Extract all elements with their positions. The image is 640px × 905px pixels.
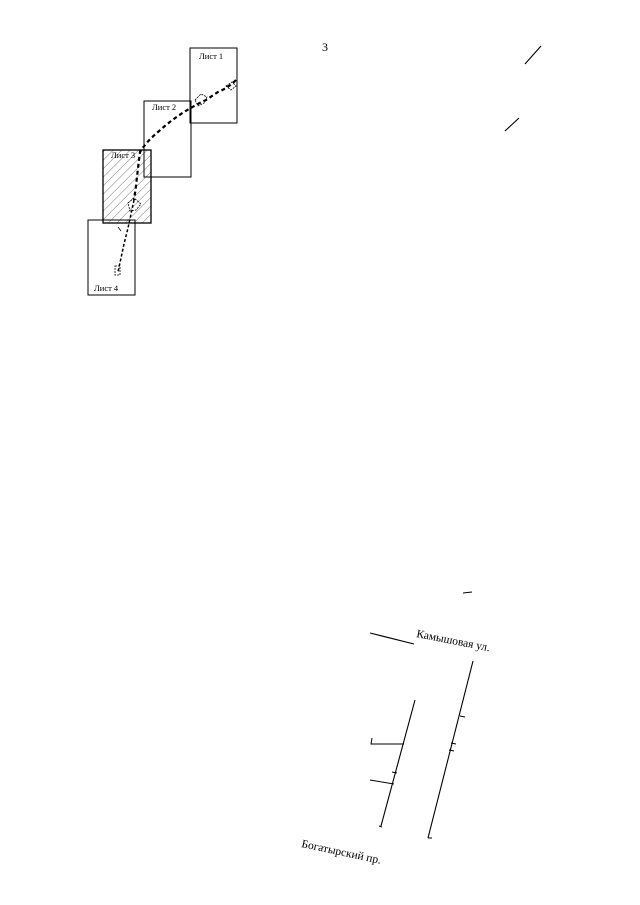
- sheet-1-frame: [189, 47, 238, 124]
- route-marker-shape: [194, 93, 208, 107]
- street-edge-right: [427, 660, 474, 839]
- route-marker-shape: [127, 197, 142, 212]
- tick-mark: [448, 749, 455, 752]
- tick-mark: [378, 825, 383, 828]
- building-edge: [370, 737, 404, 745]
- sheet-3-frame: [102, 149, 152, 224]
- street-map: Камышовая ул. Богатырский пр.: [300, 591, 491, 867]
- building-edge: [369, 779, 395, 785]
- street-label-bogatyrsky: Богатырский пр.: [300, 838, 382, 867]
- map-fragments-top: [504, 45, 542, 132]
- sheet-3-hatch: [103, 150, 151, 223]
- tick-mark: [459, 715, 466, 718]
- sheet-label: Лист 2: [152, 102, 176, 112]
- sheet-4-frame: [87, 219, 136, 296]
- tick-mark: [391, 771, 398, 774]
- street-label-kamyshovaya: Камышовая ул.: [415, 628, 491, 654]
- sheet-index-map: Лист 1 Лист 2 Лист 3 Лист 4: [87, 47, 238, 296]
- page-number: 3: [322, 40, 328, 54]
- route-marker-shape: [225, 81, 237, 91]
- line-fragment: [504, 117, 520, 132]
- sheet-label: Лист 3: [111, 150, 135, 160]
- line-fragment: [462, 591, 473, 594]
- route-marker-shape: [114, 265, 121, 276]
- line-fragment: [524, 45, 542, 65]
- sheet-label: Лист 1: [199, 51, 223, 61]
- tick-mark: [450, 742, 457, 745]
- route-tick: [117, 226, 122, 232]
- street-edge-left: [380, 699, 416, 827]
- route-path-lower: [117, 199, 135, 273]
- sheet-label: Лист 4: [94, 283, 119, 293]
- sheet-2-frame: [143, 100, 192, 178]
- street-edge-kamyshovaya: [369, 632, 415, 645]
- route-path-main: [132, 79, 237, 201]
